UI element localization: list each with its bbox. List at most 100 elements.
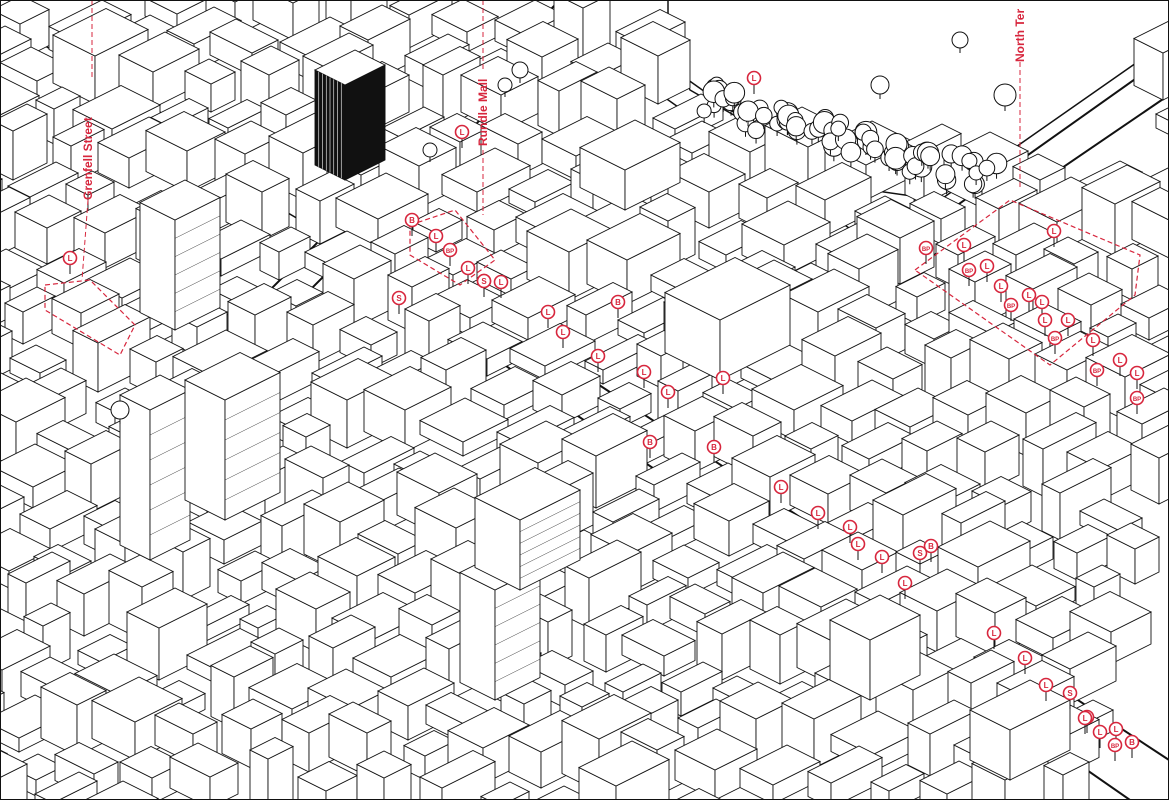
building <box>362 365 453 453</box>
marker-l[interactable]: L <box>773 479 789 504</box>
building <box>531 360 602 425</box>
building-roof <box>800 315 883 357</box>
building-roof <box>138 179 222 221</box>
marker-l[interactable]: L <box>1034 294 1050 319</box>
marker-l[interactable]: L <box>660 384 676 409</box>
building-roof <box>794 161 873 201</box>
building-window-line <box>149 489 191 511</box>
marker-l[interactable]: L <box>1108 721 1124 746</box>
marker-code: BP <box>1111 744 1119 750</box>
marker-bp[interactable]: BP <box>961 262 977 287</box>
marker-l[interactable]: L <box>590 348 606 373</box>
marker-bp[interactable]: BP <box>1003 297 1019 322</box>
marker-l[interactable]: L <box>1092 724 1108 749</box>
building <box>1132 20 1169 101</box>
marker-l[interactable]: L <box>956 237 972 262</box>
marker-l[interactable]: L <box>454 124 470 149</box>
marker-l[interactable]: L <box>636 364 652 389</box>
building-roof <box>855 198 936 239</box>
marker-l[interactable]: L <box>1046 223 1062 248</box>
marker-s[interactable]: S <box>912 545 928 570</box>
marker-b[interactable]: B <box>404 212 420 237</box>
marker-l[interactable]: L <box>1085 332 1101 357</box>
building-roof <box>829 710 921 756</box>
building-roof <box>418 397 510 443</box>
marker-l[interactable]: L <box>1077 710 1093 735</box>
building-roof <box>296 760 359 792</box>
building-roof <box>1065 430 1144 470</box>
marker-circle <box>918 240 934 256</box>
marker-l[interactable]: L <box>897 575 913 600</box>
marker-bp[interactable]: BP <box>1089 362 1105 387</box>
building-roof <box>780 678 863 720</box>
marker-circle <box>642 434 658 450</box>
building <box>117 31 201 109</box>
building-roof <box>50 278 121 314</box>
marker-l[interactable]: L <box>979 258 995 283</box>
marker-b[interactable]: B <box>923 538 939 563</box>
building-roof <box>327 701 393 734</box>
building-roof <box>259 86 318 116</box>
building-roof <box>473 466 582 521</box>
marker-s[interactable]: S <box>476 273 492 298</box>
marker-l[interactable]: L <box>1129 365 1145 390</box>
marker-circle <box>428 228 444 244</box>
marker-b[interactable]: B <box>1124 734 1140 759</box>
marker-circle <box>660 384 676 400</box>
marker-l[interactable]: L <box>1038 677 1054 702</box>
marker-l[interactable]: L <box>62 250 78 275</box>
marker-b[interactable]: B <box>610 294 626 319</box>
building-window-line <box>494 622 541 646</box>
marker-l[interactable]: L <box>715 370 731 395</box>
marker-l[interactable]: L <box>810 505 826 530</box>
marker-l[interactable]: L <box>986 625 1002 650</box>
marker-l[interactable]: L <box>1060 312 1076 337</box>
marker-code: L <box>962 241 967 250</box>
building-roof <box>1021 411 1098 450</box>
marker-l[interactable]: L <box>493 274 509 299</box>
marker-s[interactable]: S <box>1062 685 1078 710</box>
marker-bp[interactable]: BP <box>442 242 458 267</box>
building-right-face <box>1158 452 1169 505</box>
marker-code: B <box>1129 738 1135 747</box>
building <box>1130 186 1169 259</box>
marker-l[interactable]: L <box>850 536 866 561</box>
building <box>321 244 393 329</box>
marker-l[interactable]: L <box>746 70 762 95</box>
building-roof <box>306 668 390 710</box>
building-roof <box>53 741 120 775</box>
building-roof <box>33 771 99 800</box>
marker-l[interactable]: L <box>874 549 890 574</box>
building <box>0 324 14 376</box>
marker-bp[interactable]: BP <box>918 240 934 265</box>
marker-s[interactable]: S <box>391 290 407 315</box>
tree <box>951 31 969 49</box>
marker-l[interactable]: L <box>1021 287 1037 312</box>
building-roof <box>493 0 567 36</box>
marker-l[interactable]: L <box>993 278 1009 303</box>
building-roof <box>666 152 747 193</box>
marker-l[interactable]: L <box>1017 650 1033 675</box>
marker-bp[interactable]: BP <box>1129 390 1145 415</box>
marker-circle <box>62 250 78 266</box>
marker-l[interactable]: L <box>540 304 556 329</box>
marker-b[interactable]: B <box>642 434 658 459</box>
building-roof <box>117 31 201 73</box>
marker-l[interactable]: L <box>428 228 444 253</box>
building-roof <box>395 452 479 494</box>
building <box>13 194 83 265</box>
marker-l[interactable]: L <box>1037 312 1053 337</box>
building <box>1129 424 1169 505</box>
marker-l[interactable]: L <box>1112 352 1128 377</box>
marker-bp[interactable]: BP <box>1107 737 1123 762</box>
marker-b[interactable]: B <box>706 439 722 464</box>
map-markers: LLBLBPLSLSLLBLLLLBBLLLLLLLSBLBPLBPLLBPLL… <box>62 70 1145 762</box>
marker-bp[interactable]: BP <box>1047 330 1063 355</box>
tree <box>110 400 130 420</box>
building-window-line <box>224 432 281 461</box>
marker-circle <box>1129 365 1145 381</box>
marker-l[interactable]: L <box>555 324 571 349</box>
marker-l[interactable]: L <box>842 519 858 544</box>
building-window-line <box>149 464 191 486</box>
marker-l[interactable]: L <box>460 260 476 285</box>
